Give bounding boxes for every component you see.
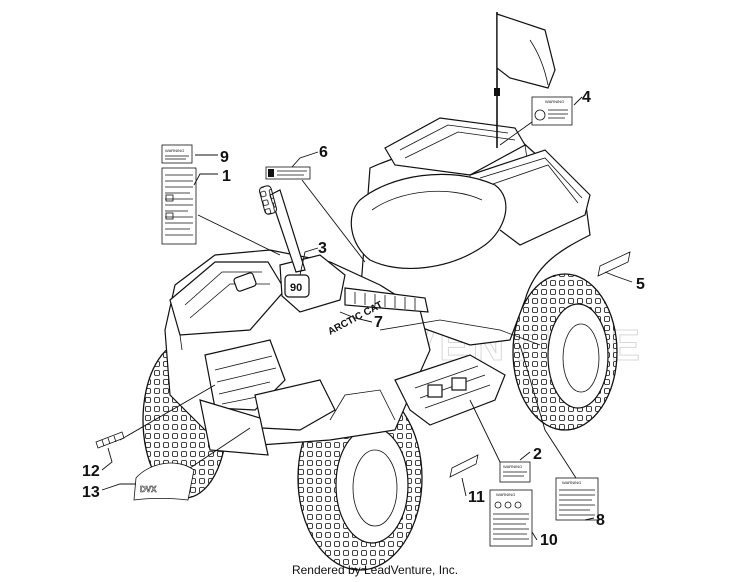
- callouts: 1 2 3 4 5 6 7 8 9 10 11 12 13: [82, 89, 645, 549]
- callout-13: 13: [82, 484, 100, 501]
- callout-11: 11: [468, 489, 485, 506]
- decal-9-text: WARNING: [165, 148, 184, 153]
- decal-8: WARNING: [555, 477, 599, 521]
- callout-1: 1: [222, 168, 231, 185]
- front-bumper: [199, 399, 269, 456]
- rear-right-wheel: [512, 273, 618, 431]
- safety-flag: [494, 12, 556, 148]
- callout-10: 10: [540, 532, 558, 549]
- callout-6: 6: [319, 144, 328, 161]
- decal-11: [449, 454, 479, 478]
- decal-8-text: WARNING: [562, 480, 581, 485]
- atv-illustration: 90 ARCTIC CAT: [142, 117, 618, 571]
- decal-4: WARNING: [531, 96, 573, 126]
- handlebar: [258, 185, 429, 313]
- decal-13: DVX: [133, 462, 195, 501]
- decal-5: [597, 251, 631, 277]
- callout-3: 3: [318, 240, 327, 257]
- decal-10-text: WARNING: [496, 492, 515, 497]
- callout-7: 7: [374, 314, 383, 331]
- decal-10: WARNING: [489, 489, 533, 547]
- callout-4: 4: [582, 89, 591, 106]
- callout-9: 9: [220, 149, 229, 166]
- decal-9: WARNING: [161, 144, 193, 164]
- decal-2: WARNING: [499, 461, 531, 483]
- decal-12: [95, 431, 125, 449]
- callout-5: 5: [636, 276, 645, 293]
- leader-lines: [101, 96, 633, 541]
- decal-6: [265, 166, 311, 180]
- decal-2-text: WARNING: [503, 464, 522, 469]
- callout-8: 8: [596, 512, 605, 529]
- callout-12: 12: [82, 463, 100, 480]
- console-badge-box: [284, 274, 310, 298]
- console-badge: 90: [290, 282, 302, 294]
- callout-2: 2: [533, 446, 542, 463]
- decal-4-text: WARNING: [545, 99, 564, 104]
- decal-1: [161, 167, 197, 245]
- footer-credit: Rendered by LeadVenture, Inc.: [291, 563, 459, 577]
- fender-decal: DVX: [140, 485, 157, 494]
- footwell: [394, 354, 506, 426]
- seat: [350, 173, 507, 269]
